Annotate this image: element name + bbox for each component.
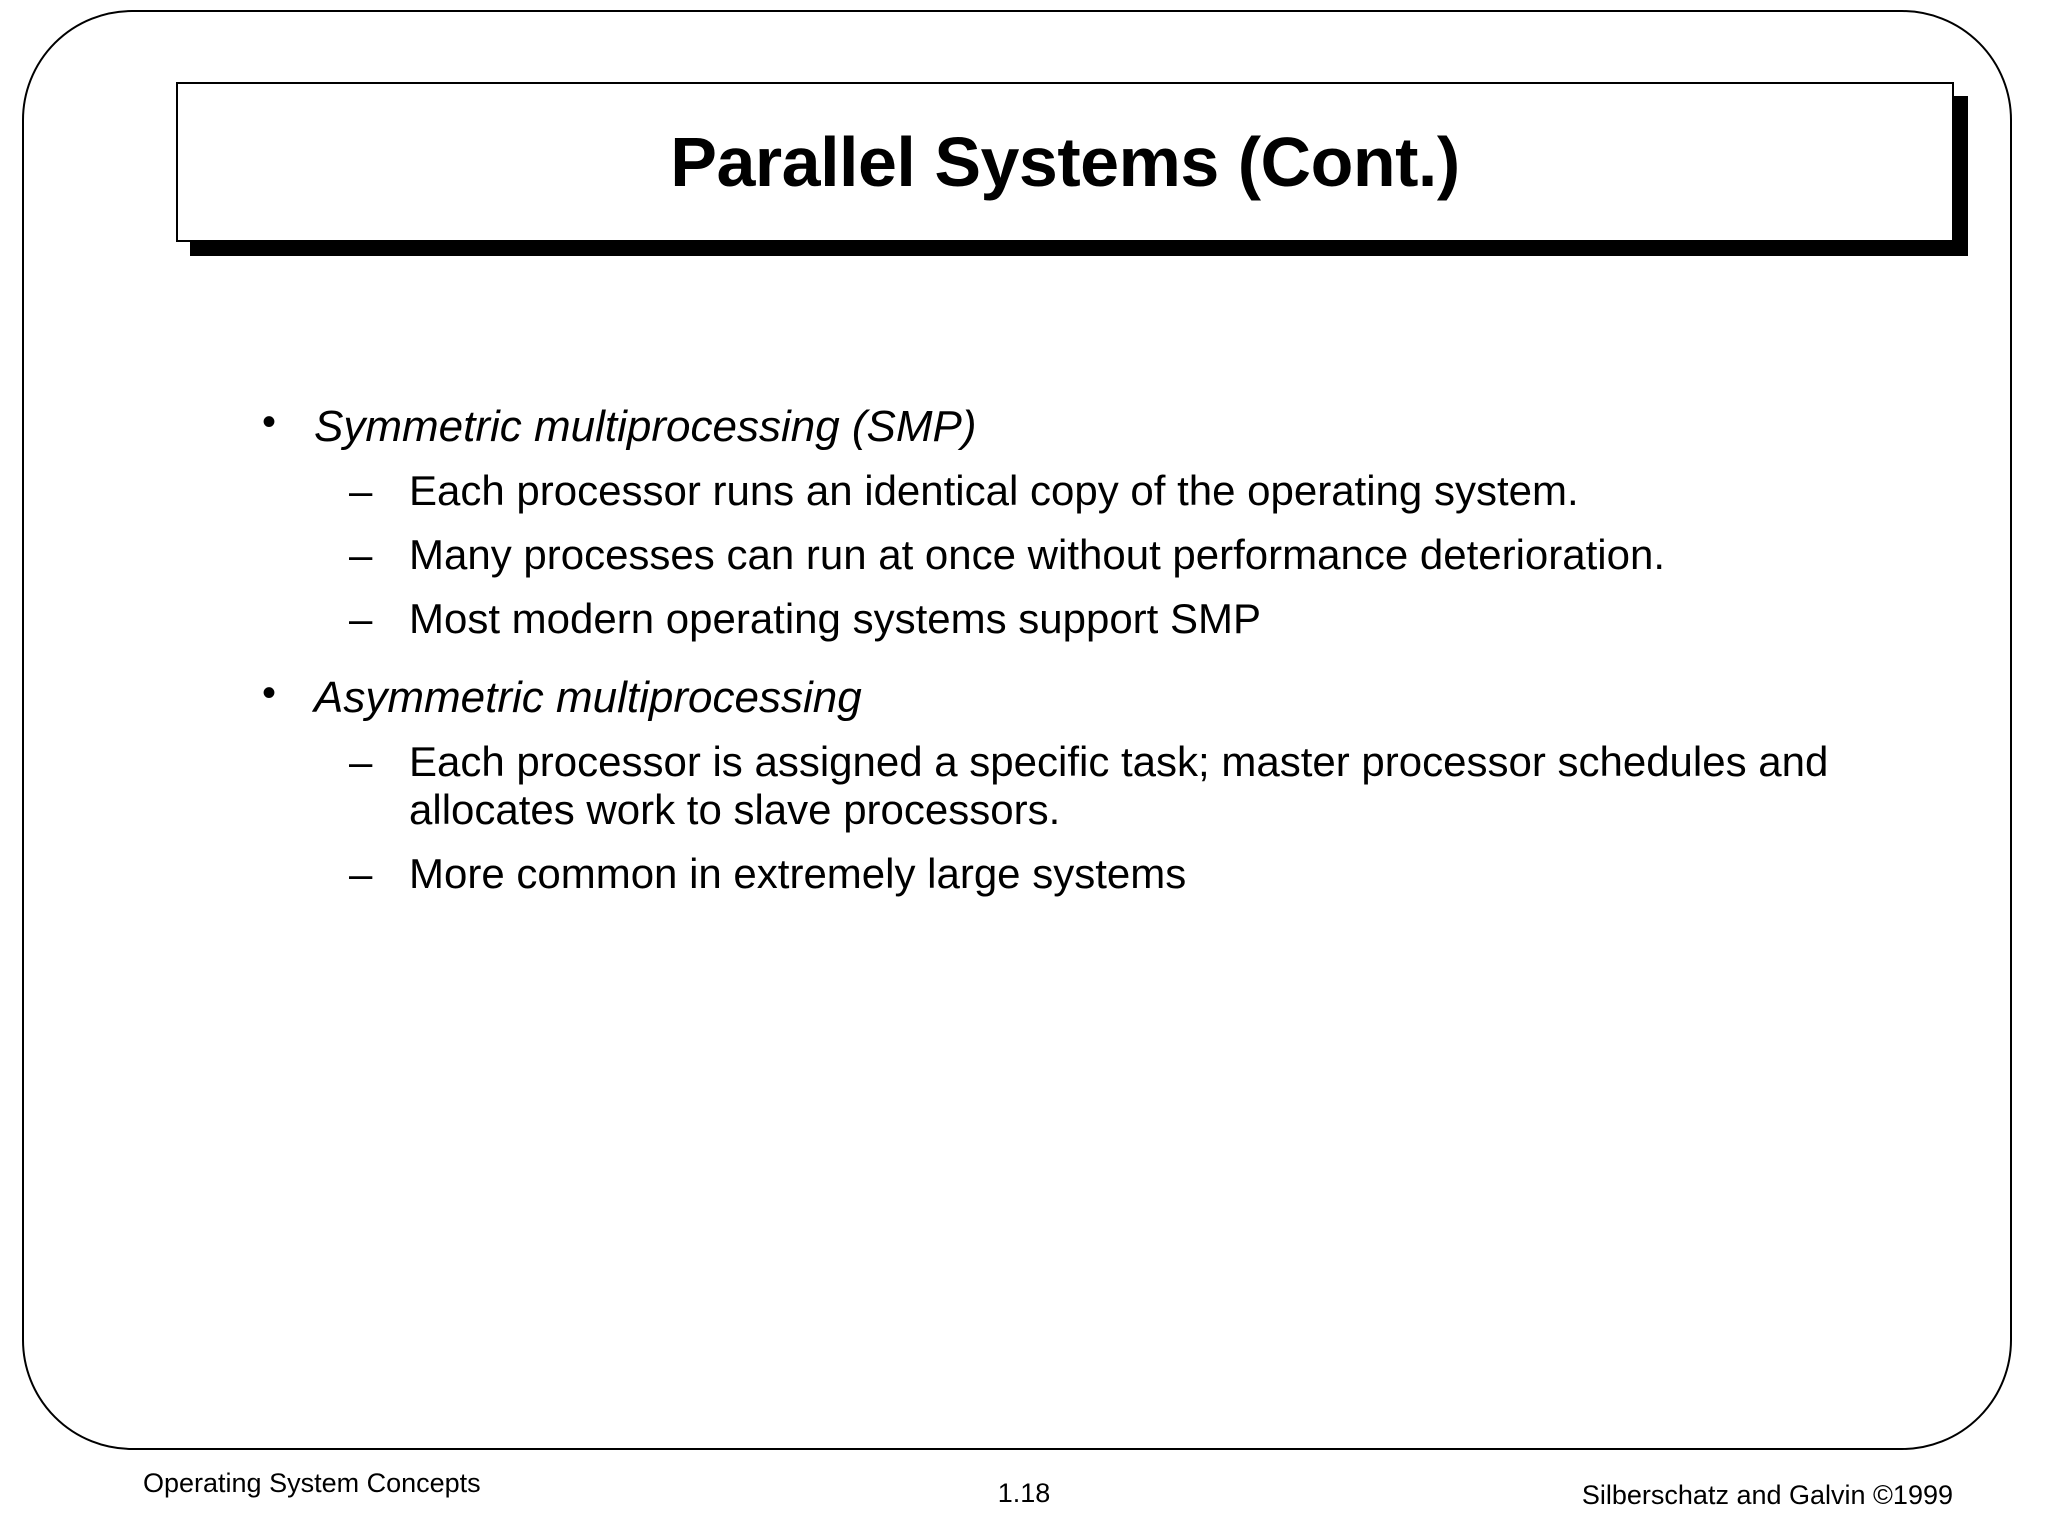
- sub-bullet-label: Many processes can run at once without p…: [409, 531, 1666, 579]
- sub-bullet-item: – Each processor is assigned a specific …: [254, 738, 1969, 834]
- sub-bullet-label: More common in extremely large systems: [409, 849, 1187, 897]
- sub-bullet-item: – Each processor runs an identical copy …: [254, 467, 1969, 515]
- slide-body: • Symmetric multiprocessing (SMP) – Each…: [254, 400, 1974, 920]
- bullet-heading-label: Asymmetric multiprocessing: [314, 672, 862, 722]
- footer-copyright: Silberschatz and Galvin ©1999: [1581, 1480, 1953, 1510]
- slide-footer: Operating System Concepts 1.18 Silbersch…: [0, 1468, 2048, 1528]
- footer-book-title: Operating System Concepts: [143, 1468, 481, 1498]
- footer-slide-number: 1.18: [997, 1478, 1051, 1508]
- dash-icon: –: [349, 738, 373, 786]
- dash-icon: –: [349, 595, 373, 643]
- bullet-dot-icon: •: [262, 400, 277, 444]
- slide-title: Parallel Systems (Cont.): [670, 123, 1460, 201]
- dash-icon: –: [349, 467, 373, 515]
- sub-bullet-item: – Many processes can run at once without…: [254, 531, 1969, 579]
- title-block: Parallel Systems (Cont.): [176, 82, 1968, 256]
- sub-bullet-item: – Most modern operating systems support …: [254, 595, 1969, 643]
- bullet-group-asymmetric: • Asymmetric multiprocessing – Each proc…: [254, 670, 1974, 898]
- sub-bullet-item: – More common in extremely large systems: [254, 850, 1969, 898]
- dash-icon: –: [349, 531, 373, 579]
- bullet-dot-icon: •: [262, 670, 277, 715]
- bullet-heading-smp: • Symmetric multiprocessing (SMP): [254, 400, 1974, 451]
- sub-bullet-label: Most modern operating systems support SM…: [409, 595, 1262, 643]
- sub-bullet-label: Each processor is assigned a specific ta…: [409, 738, 1829, 834]
- bullet-group-smp: • Symmetric multiprocessing (SMP) – Each…: [254, 400, 1974, 643]
- sub-bullet-label: Each processor runs an identical copy of…: [409, 467, 1579, 515]
- bullet-heading-label: Symmetric multiprocessing (SMP): [314, 402, 977, 451]
- bullet-heading-asymmetric: • Asymmetric multiprocessing: [254, 670, 1974, 722]
- title-box: Parallel Systems (Cont.): [176, 82, 1954, 242]
- slide-frame: Parallel Systems (Cont.) • Symmetric mul…: [22, 10, 2012, 1450]
- dash-icon: –: [349, 849, 373, 897]
